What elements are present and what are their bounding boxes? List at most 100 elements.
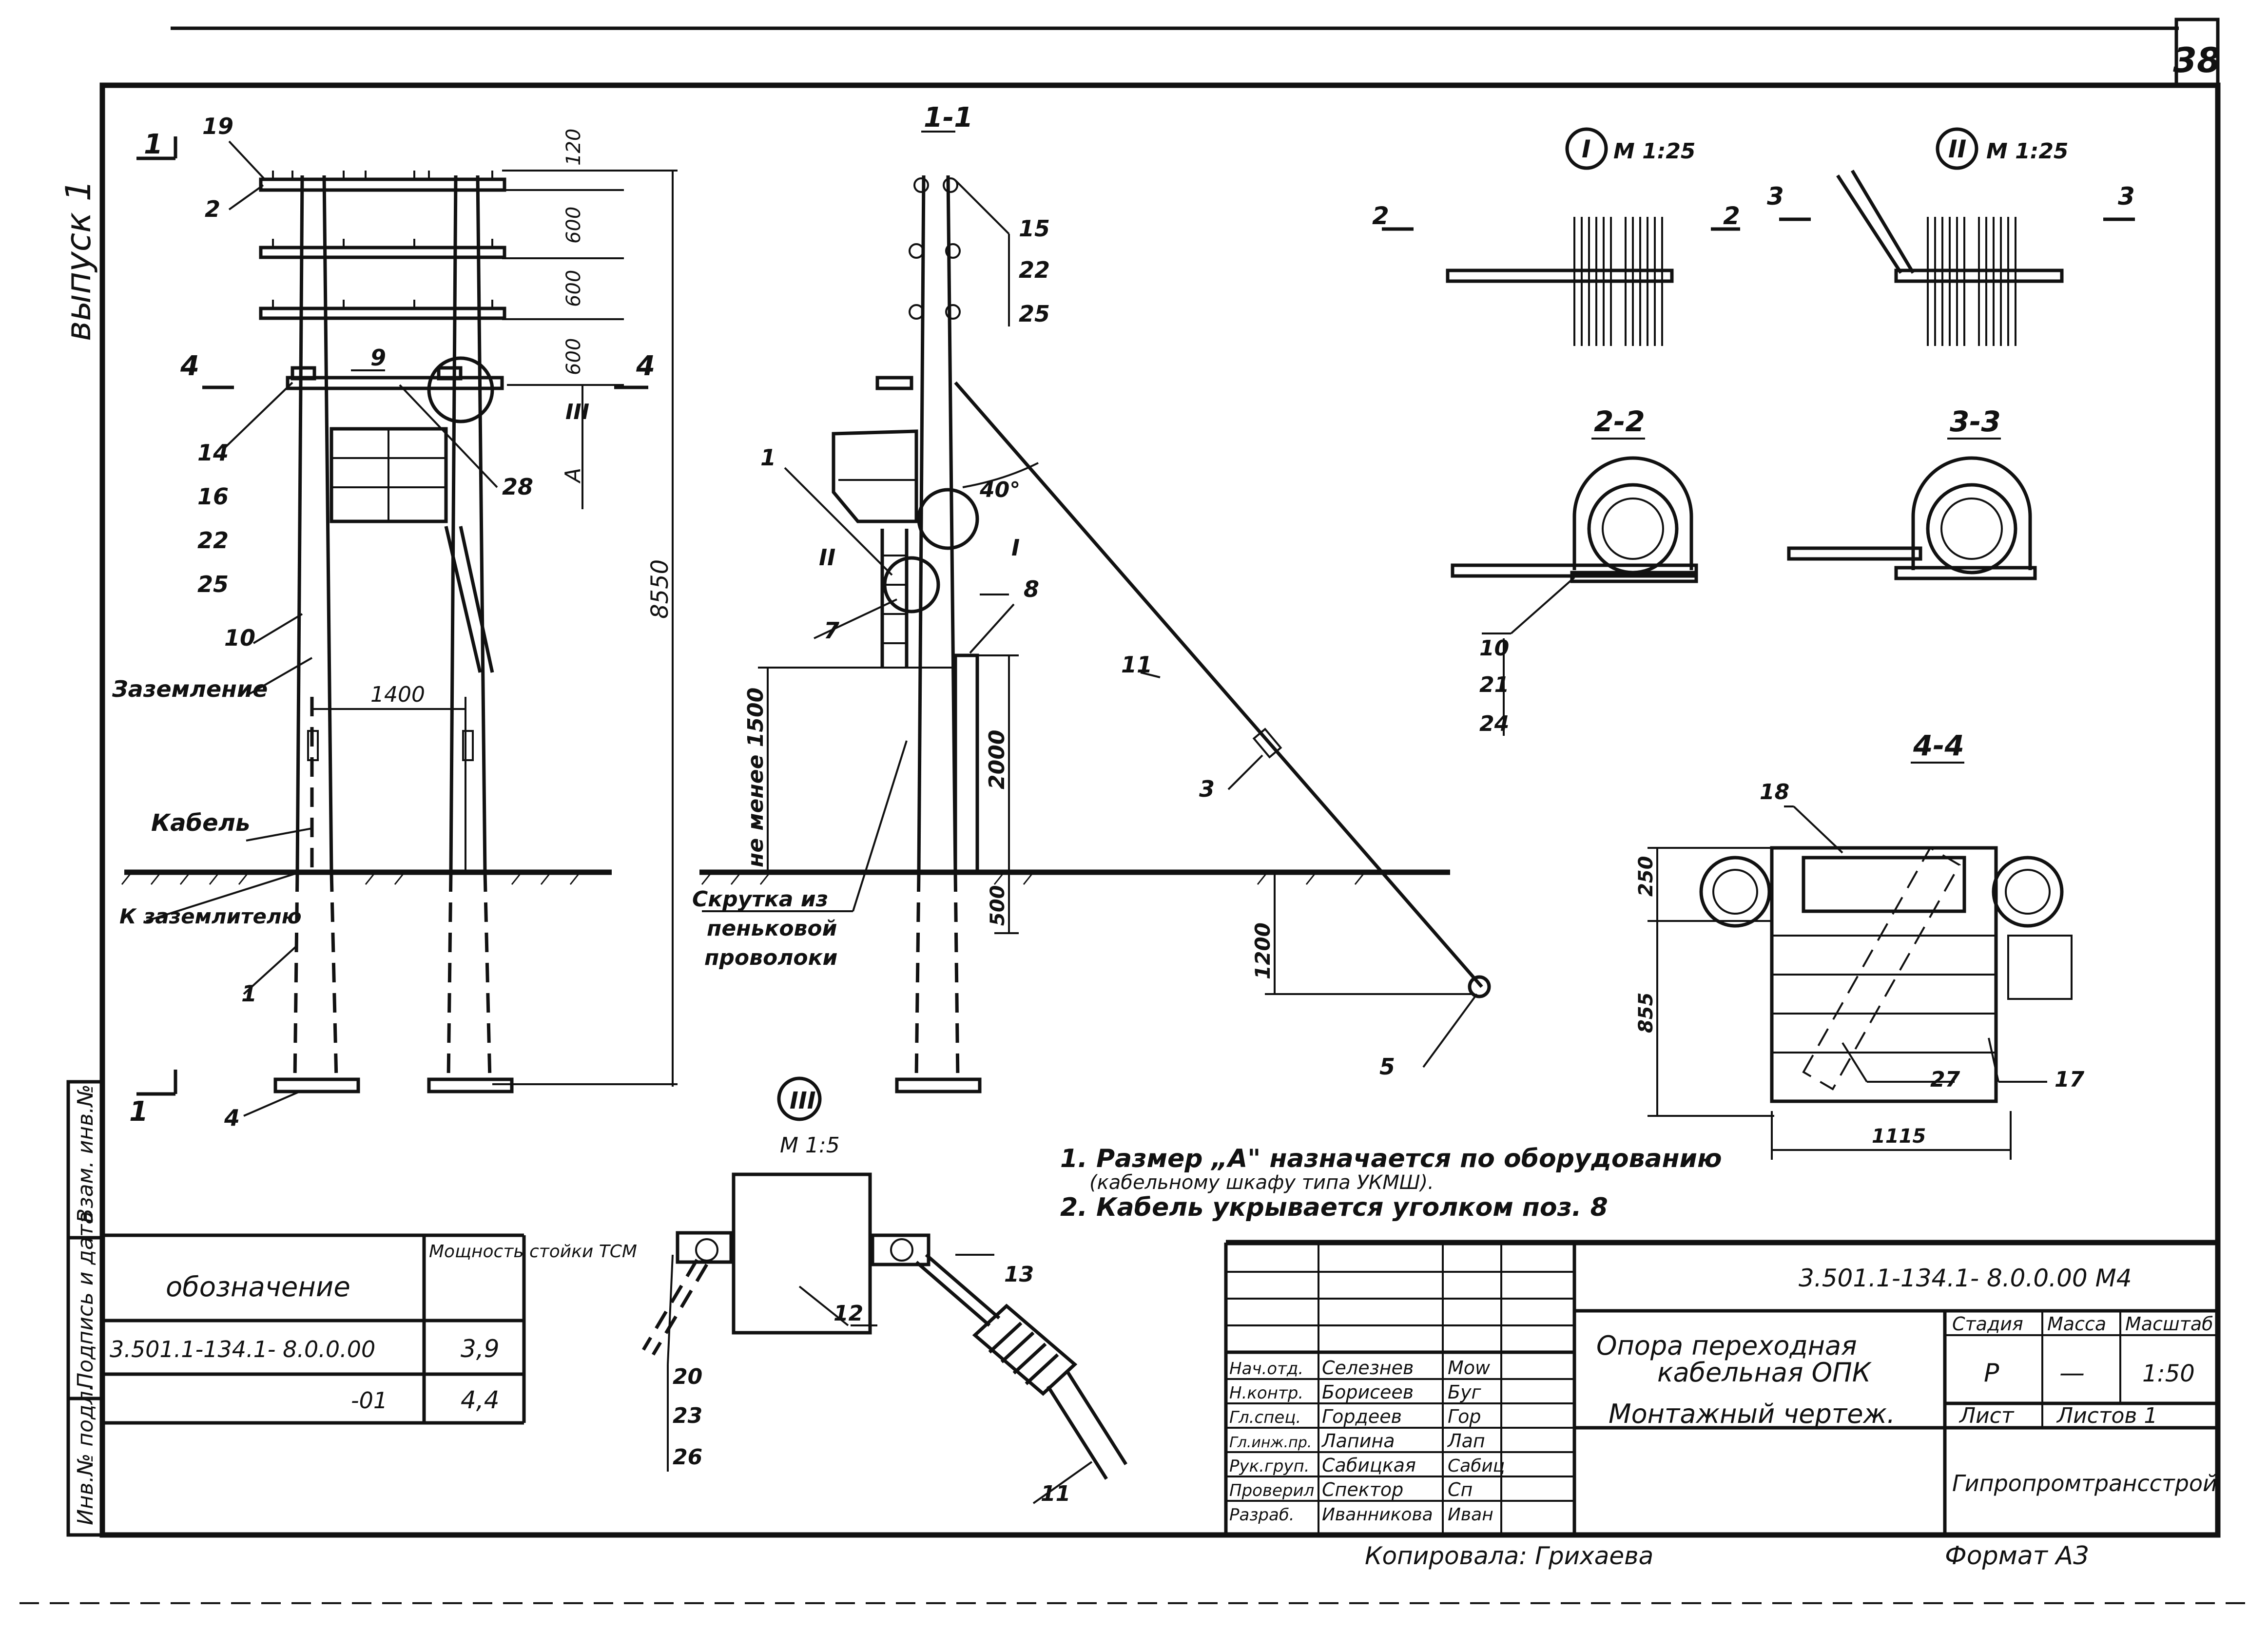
section-3-3 — [1787, 438, 2037, 580]
twist-label-1: Скрутка из — [692, 887, 828, 912]
signer-sign: Лап — [1447, 1430, 1485, 1452]
table-row1-code: 3.501.1-134.1- 8.0.0.00 — [110, 1336, 375, 1362]
section-3-3-title: 3-3 — [1950, 405, 2001, 438]
dim-1200: 1200 — [1251, 922, 1275, 979]
side-ref-II: II — [819, 544, 835, 571]
dim-2000: 2000 — [985, 730, 1009, 789]
signer-sign: Сабиц — [1448, 1456, 1505, 1476]
label-grounding: Заземление — [112, 676, 268, 702]
signer-role: Гл.спец. — [1229, 1408, 1301, 1427]
detail-II-cut-left: 3 — [1767, 182, 1784, 211]
callout-22: 22 — [197, 527, 229, 554]
table-row2-power: 4,4 — [461, 1386, 500, 1414]
callout-2: 2 — [205, 196, 220, 222]
strip-label-inv: Инв.№ подл. — [73, 1384, 98, 1525]
label-to-ground: К заземлителю — [119, 904, 302, 928]
detail-III-ref: III — [790, 1087, 816, 1114]
callout-19: 19 — [202, 113, 233, 139]
side-callout-3: 3 — [1199, 776, 1215, 802]
s22-callout-24: 24 — [1479, 711, 1509, 736]
dim-600-a: 600 — [562, 207, 585, 244]
signer-role: Разраб. — [1229, 1505, 1295, 1525]
s44-callout-27: 27 — [1930, 1067, 1960, 1092]
dim-120: 120 — [562, 129, 585, 166]
front-view — [121, 136, 678, 1117]
copied-by: Копировала: Грихаева — [1365, 1542, 1653, 1570]
dim-500: 500 — [987, 885, 1009, 926]
detail-III — [641, 1076, 1127, 1504]
signer-role: Проверил — [1229, 1481, 1314, 1500]
callout-14: 14 — [197, 440, 229, 466]
signer-sign: Буг — [1448, 1381, 1482, 1403]
title-block — [1224, 1240, 2218, 1535]
sheet-number: 38 — [2173, 40, 2220, 80]
dim-min-1500: не менее 1500 — [743, 688, 768, 867]
signer-name: Гордеев — [1322, 1406, 1402, 1427]
callout-10: 10 — [224, 625, 255, 651]
signer-name: Селезнев — [1322, 1357, 1414, 1379]
section-4-4 — [1648, 762, 2073, 1160]
detail-I — [1382, 127, 1740, 346]
note-1b: (кабельному шкафу типа УКМШ). — [1089, 1171, 1434, 1194]
mass-value: — — [2059, 1359, 2085, 1388]
dim-600-c: 600 — [562, 338, 585, 375]
signer-sign: Иван — [1448, 1505, 1493, 1525]
side-callout-11: 11 — [1121, 652, 1152, 678]
sheet-label: Лист — [1958, 1403, 2015, 1428]
issue-label: выпуск 1 — [58, 180, 98, 341]
d3-callout-23: 23 — [673, 1403, 702, 1428]
detail-I-scale: М 1:25 — [1613, 139, 1696, 164]
sheet-frame — [19, 18, 2252, 1604]
table-header-designation: Мощность стойки ТСМ — [429, 1242, 637, 1262]
label-cable: Кабель — [151, 809, 250, 837]
strip-label-sign: Подпись и дата — [73, 1211, 98, 1389]
signer-sign: Гор — [1448, 1406, 1481, 1427]
callout-25: 25 — [197, 571, 229, 597]
section-2-2 — [1451, 438, 1698, 736]
detail-II — [1779, 127, 2135, 346]
detail-I-cut-right: 2 — [1723, 202, 1740, 230]
dim-250: 250 — [1635, 856, 1657, 897]
twist-label-2: пеньковой — [707, 916, 837, 941]
signer-role: Н.контр. — [1229, 1383, 1303, 1403]
drawing-title-2: кабельная ОПК — [1657, 1357, 1872, 1388]
callout-1: 1 — [241, 980, 257, 1007]
mass-header: Масса — [2047, 1313, 2106, 1335]
d3-callout-12: 12 — [834, 1301, 863, 1326]
callout-9: 9 — [370, 345, 386, 371]
table-header-code: обозначение — [166, 1271, 350, 1303]
dim-8550: 8550 — [646, 559, 674, 619]
side-callout-7: 7 — [824, 617, 839, 644]
side-callout-25: 25 — [1019, 301, 1050, 327]
doc-code: 3.501.1-134.1- 8.0.0.00 М4 — [1799, 1264, 2132, 1292]
signer-sign: Mow — [1448, 1357, 1491, 1379]
callout-28: 28 — [502, 474, 533, 500]
drawing-title-3: Монтажный чертеж. — [1609, 1399, 1895, 1429]
callout-16: 16 — [197, 483, 229, 510]
d3-callout-13: 13 — [1004, 1262, 1034, 1287]
d3-callout-26: 26 — [673, 1445, 702, 1470]
detail-III-scale: М 1:5 — [780, 1133, 840, 1158]
stage-value: Р — [1984, 1359, 1999, 1388]
s22-callout-21: 21 — [1479, 672, 1509, 697]
organization: Гипропромтрансстрой — [1952, 1470, 2217, 1496]
side-callout-8: 8 — [1024, 576, 1039, 602]
signer-name: Лапина — [1321, 1430, 1395, 1452]
note-2: 2. Кабель укрывается уголком поз. 8 — [1060, 1193, 1608, 1222]
signers: Нач.отд. Селезнев Mow Н.контр. Борисеев … — [1229, 1357, 1505, 1525]
table-row1-power: 3,9 — [461, 1335, 500, 1363]
detail-I-ref: I — [1582, 135, 1591, 163]
table-row2-code: -01 — [351, 1387, 388, 1414]
stage-header: Стадия — [1952, 1313, 2023, 1335]
paper-format: Формат А3 — [1945, 1541, 2089, 1571]
drawing-title-1: Опора переходная — [1596, 1330, 1857, 1361]
front-section-4-right: 4 — [636, 350, 655, 382]
dim-600-b: 600 — [562, 270, 585, 307]
detail-II-cut-right: 3 — [2118, 182, 2135, 211]
d3-callout-20: 20 — [673, 1364, 702, 1389]
detail-II-ref: II — [1948, 135, 1966, 163]
signer-name: Иванникова — [1322, 1505, 1433, 1525]
dim-1400: 1400 — [370, 682, 425, 707]
dim-855: 855 — [1635, 993, 1657, 1034]
